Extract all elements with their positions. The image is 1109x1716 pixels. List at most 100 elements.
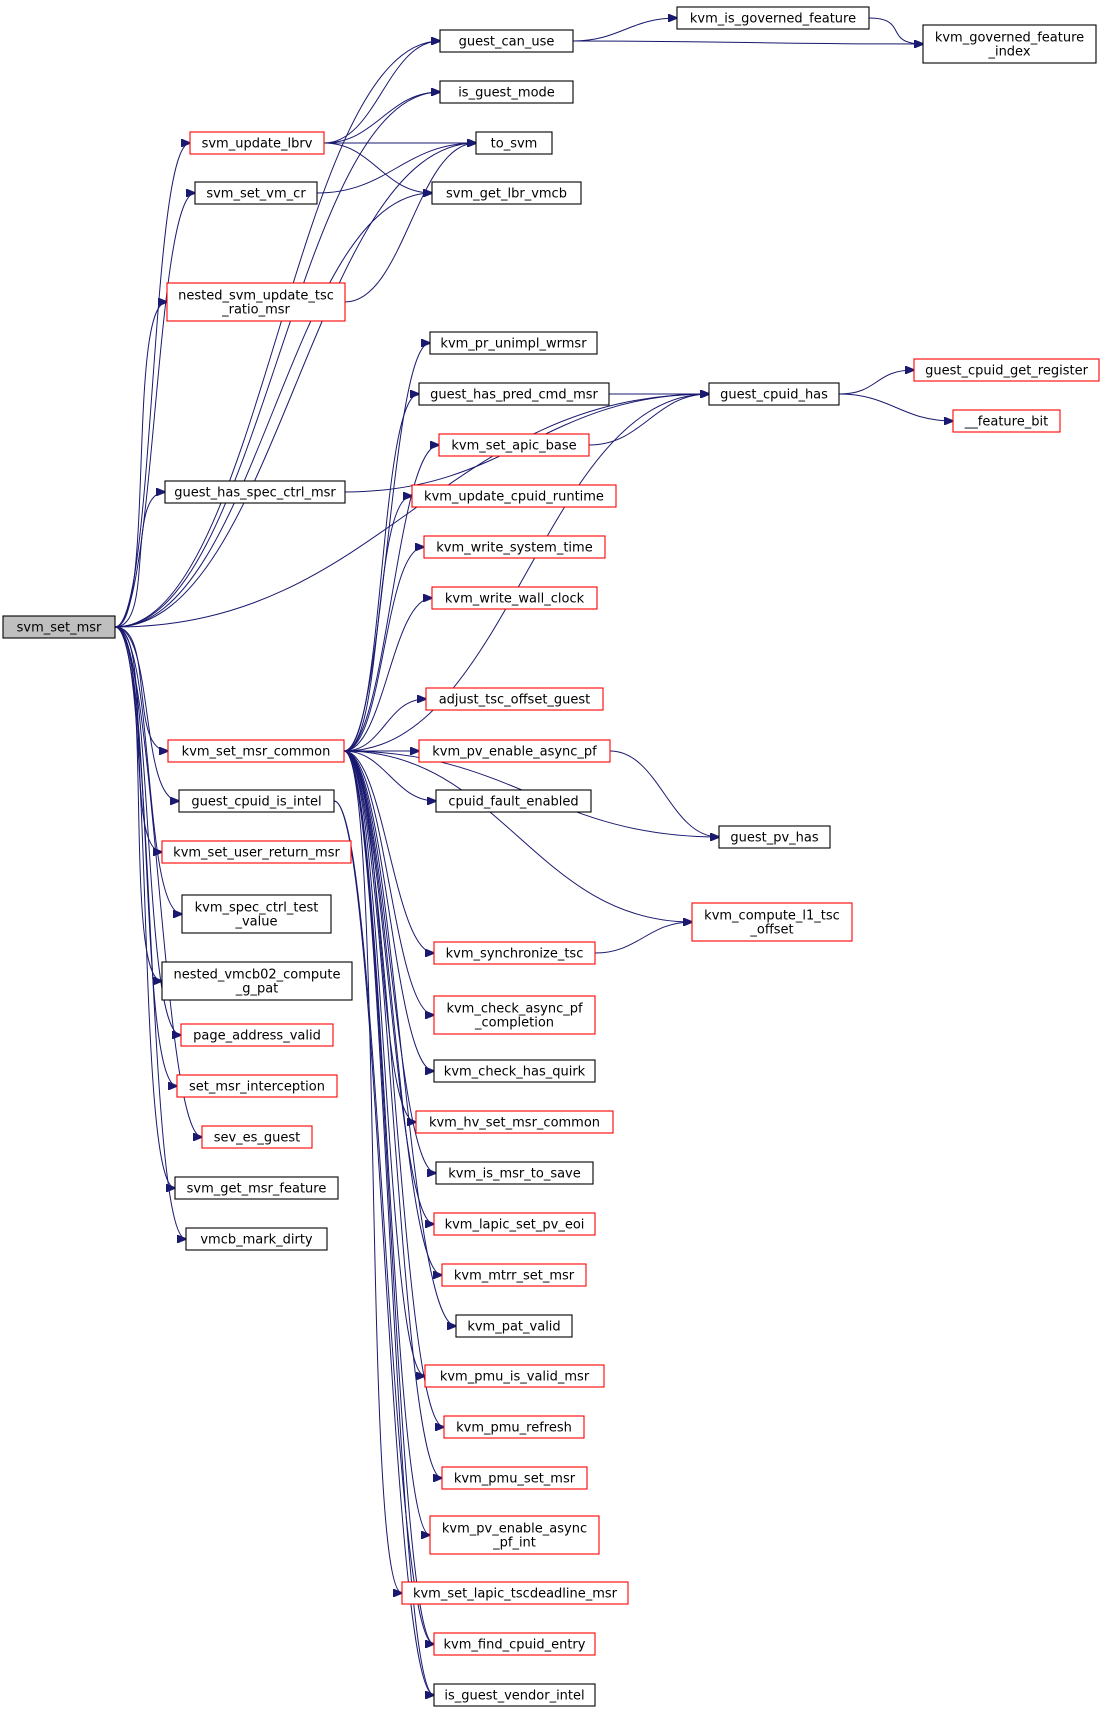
node-box[interactable] xyxy=(433,1212,596,1236)
node-vmcb-mark-dirty[interactable]: vmcb_mark_dirty xyxy=(185,1227,328,1251)
node-guest-cpuid-is-intel[interactable]: guest_cpuid_is_intel xyxy=(178,789,335,813)
node-box[interactable] xyxy=(418,382,610,406)
node-kvm-mtrr-set-msr[interactable]: kvm_mtrr_set_msr xyxy=(441,1263,587,1287)
node-guest-pv-has[interactable]: guest_pv_has xyxy=(718,825,831,849)
node-nested-svm-update-tsc-ratio-msr[interactable]: nested_svm_update_tsc_ratio_msr xyxy=(166,282,346,322)
node-box[interactable] xyxy=(691,902,853,942)
node-adjust-tsc-offset-guest[interactable]: adjust_tsc_offset_guest xyxy=(425,687,604,711)
node-box[interactable] xyxy=(708,382,840,406)
node-box[interactable] xyxy=(415,1110,614,1134)
node-box[interactable] xyxy=(435,1161,594,1185)
node-kvm-set-msr-common[interactable]: kvm_set_msr_common xyxy=(167,739,345,763)
node-kvm-pv-enable-async-pf-int[interactable]: kvm_pv_enable_async_pf_int xyxy=(429,1515,600,1555)
node-box[interactable] xyxy=(161,961,353,1001)
node-sev-es-guest[interactable]: sev_es_guest xyxy=(201,1125,313,1149)
node-svm-get-lbr-vmcb[interactable]: svm_get_lbr_vmcb xyxy=(431,181,582,205)
node-kvm-pv-enable-async-pf[interactable]: kvm_pv_enable_async_pf xyxy=(418,739,611,763)
node-box[interactable] xyxy=(164,480,346,504)
node-kvm-hv-set-msr-common[interactable]: kvm_hv_set_msr_common xyxy=(415,1110,614,1134)
node-nested-vmcb02-compute-g-pat[interactable]: nested_vmcb02_compute_g_pat xyxy=(161,961,353,1001)
node-box[interactable] xyxy=(922,24,1097,64)
node-box[interactable] xyxy=(433,1632,596,1656)
node-box[interactable] xyxy=(913,358,1100,382)
node-box[interactable] xyxy=(676,6,870,30)
node-svm-set-vm-cr[interactable]: svm_set_vm_cr xyxy=(194,181,318,205)
node-box[interactable] xyxy=(433,941,596,965)
node-box[interactable] xyxy=(401,1581,629,1605)
node-box[interactable] xyxy=(201,1125,313,1149)
node-kvm-governed-feature-index[interactable]: kvm_governed_feature_index xyxy=(922,24,1097,64)
node-guest-can-use[interactable]: guest_can_use xyxy=(439,29,574,53)
node-box[interactable] xyxy=(429,1515,600,1555)
node-box[interactable] xyxy=(176,1074,338,1098)
node-kvm-is-msr-to-save[interactable]: kvm_is_msr_to_save xyxy=(435,1161,594,1185)
node-kvm-lapic-set-pv-eoi[interactable]: kvm_lapic_set_pv_eoi xyxy=(433,1212,596,1236)
node-svm-get-msr-feature[interactable]: svm_get_msr_feature xyxy=(174,1176,339,1200)
node-kvm-pmu-set-msr[interactable]: kvm_pmu_set_msr xyxy=(441,1466,588,1490)
node-kvm-pmu-is-valid-msr[interactable]: kvm_pmu_is_valid_msr xyxy=(424,1364,605,1388)
node-is-guest-vendor-intel[interactable]: is_guest_vendor_intel xyxy=(433,1683,596,1707)
node-set-msr-interception[interactable]: set_msr_interception xyxy=(176,1074,338,1098)
node-box[interactable] xyxy=(180,1023,334,1047)
node-box[interactable] xyxy=(189,131,325,155)
node-is-guest-mode[interactable]: is_guest_mode xyxy=(439,80,574,104)
node-guest-has-pred-cmd-msr[interactable]: guest_has_pred_cmd_msr xyxy=(418,382,610,406)
node-guest-cpuid-has[interactable]: guest_cpuid_has xyxy=(708,382,840,406)
node-kvm-is-governed-feature[interactable]: kvm_is_governed_feature xyxy=(676,6,870,30)
node-box[interactable] xyxy=(2,615,116,639)
node-box[interactable] xyxy=(441,1263,587,1287)
node-box[interactable] xyxy=(431,586,598,610)
node-box[interactable] xyxy=(429,331,598,355)
node-kvm-spec-ctrl-test-value[interactable]: kvm_spec_ctrl_test_value xyxy=(181,894,332,934)
node-box[interactable] xyxy=(411,484,617,508)
node-cpuid-fault-enabled[interactable]: cpuid_fault_enabled xyxy=(435,789,592,813)
node-box[interactable] xyxy=(185,1227,328,1251)
node-box[interactable] xyxy=(438,433,590,457)
node-kvm-pr-unimpl-wrmsr[interactable]: kvm_pr_unimpl_wrmsr xyxy=(429,331,598,355)
node-box[interactable] xyxy=(161,840,352,864)
node-box[interactable] xyxy=(424,1364,605,1388)
node-box[interactable] xyxy=(167,739,345,763)
node-box[interactable] xyxy=(431,181,582,205)
node-guest-has-spec-ctrl-msr[interactable]: guest_has_spec_ctrl_msr xyxy=(164,480,346,504)
node-box[interactable] xyxy=(425,687,604,711)
node-guest-cpuid-get-register[interactable]: guest_cpuid_get_register xyxy=(913,358,1100,382)
node-page-address-valid[interactable]: page_address_valid xyxy=(180,1023,334,1047)
node-kvm-check-has-quirk[interactable]: kvm_check_has_quirk xyxy=(433,1059,596,1083)
node-box[interactable] xyxy=(475,131,553,155)
node-box[interactable] xyxy=(194,181,318,205)
node-kvm-find-cpuid-entry[interactable]: kvm_find_cpuid_entry xyxy=(433,1632,596,1656)
node-box[interactable] xyxy=(433,1059,596,1083)
node-kvm-compute-l1-tsc-offset[interactable]: kvm_compute_l1_tsc_offset xyxy=(691,902,853,942)
node-box[interactable] xyxy=(439,80,574,104)
node-svm-set-msr[interactable]: svm_set_msr xyxy=(2,615,116,639)
node-box[interactable] xyxy=(423,535,606,559)
node-box[interactable] xyxy=(433,995,596,1035)
node-box[interactable] xyxy=(718,825,831,849)
node-box[interactable] xyxy=(455,1314,573,1338)
node-kvm-synchronize-tsc[interactable]: kvm_synchronize_tsc xyxy=(433,941,596,965)
node-box[interactable] xyxy=(441,1466,588,1490)
node-kvm-pmu-refresh[interactable]: kvm_pmu_refresh xyxy=(443,1415,585,1439)
node-box[interactable] xyxy=(178,789,335,813)
node-box[interactable] xyxy=(174,1176,339,1200)
node-kvm-set-user-return-msr[interactable]: kvm_set_user_return_msr xyxy=(161,840,352,864)
node-box[interactable] xyxy=(418,739,611,763)
node-box[interactable] xyxy=(435,789,592,813)
node-kvm-check-async-pf-completion[interactable]: kvm_check_async_pf_completion xyxy=(433,995,596,1035)
node-feature-bit[interactable]: __feature_bit xyxy=(952,409,1061,433)
node-svm-update-lbrv[interactable]: svm_update_lbrv xyxy=(189,131,325,155)
node-box[interactable] xyxy=(952,409,1061,433)
node-box[interactable] xyxy=(443,1415,585,1439)
node-to-svm[interactable]: to_svm xyxy=(475,131,553,155)
node-kvm-pat-valid[interactable]: kvm_pat_valid xyxy=(455,1314,573,1338)
node-box[interactable] xyxy=(433,1683,596,1707)
node-kvm-write-wall-clock[interactable]: kvm_write_wall_clock xyxy=(431,586,598,610)
node-box[interactable] xyxy=(439,29,574,53)
node-kvm-set-apic-base[interactable]: kvm_set_apic_base xyxy=(438,433,590,457)
node-box[interactable] xyxy=(166,282,346,322)
node-kvm-update-cpuid-runtime[interactable]: kvm_update_cpuid_runtime xyxy=(411,484,617,508)
node-kvm-set-lapic-tscdeadline-msr[interactable]: kvm_set_lapic_tscdeadline_msr xyxy=(401,1581,629,1605)
node-kvm-write-system-time[interactable]: kvm_write_system_time xyxy=(423,535,606,559)
node-box[interactable] xyxy=(181,894,332,934)
